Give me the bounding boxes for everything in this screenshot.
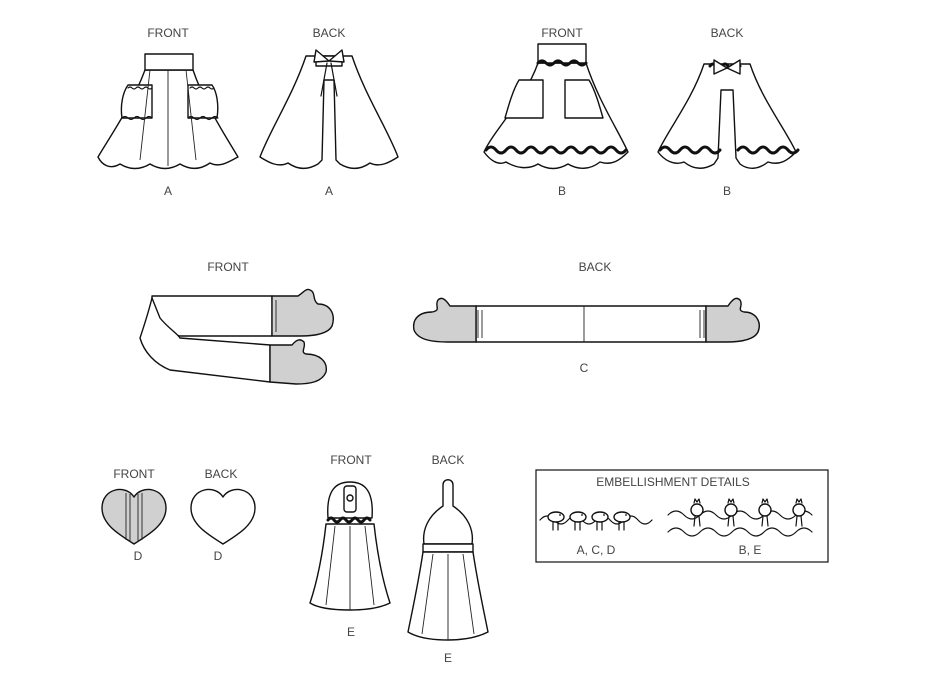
apron-b-front: FRONT B [483, 26, 629, 198]
label-front-d: FRONT [113, 467, 155, 481]
bird-icon [569, 511, 587, 531]
mitt-hand-right [705, 297, 760, 343]
label-back-d: BACK [205, 467, 238, 481]
bow-loop-right-b [726, 59, 741, 75]
embellishment-title: EMBELLISHMENT DETAILS [596, 475, 750, 489]
waistband-b [537, 43, 587, 64]
towel-hanger [422, 479, 474, 545]
label-view-c: C [580, 361, 589, 375]
heart-back [190, 488, 256, 545]
towel-e-front: FRONT E [309, 453, 391, 639]
oven-mitt-c-back: BACK C [412, 260, 760, 375]
label-front-c: FRONT [207, 260, 249, 274]
apron-a-back: BACK A [259, 26, 399, 198]
mitt-hand-upper [271, 288, 334, 337]
button-icon [346, 494, 354, 502]
label-view-e: E [347, 625, 355, 639]
chick-icon [758, 498, 772, 527]
label-back-b: BACK [711, 26, 744, 40]
label-back-c: BACK [579, 260, 612, 274]
pot-holder-d-back: BACK D [190, 467, 256, 563]
chick-icon [792, 498, 806, 527]
bird-icon [613, 511, 631, 531]
pocket-left [120, 84, 153, 119]
bow-loop-right [328, 49, 345, 63]
towel-band [422, 543, 474, 553]
label-view-b: B [558, 184, 566, 198]
pocket-right [187, 84, 219, 119]
label-front-b: FRONT [541, 26, 583, 40]
embellishment-right-caption: B, E [739, 543, 762, 557]
label-view-b-back: B [723, 184, 731, 198]
label-view-a: A [164, 184, 172, 198]
chick-icon [690, 498, 704, 527]
label-view-e-back: E [444, 651, 452, 665]
oven-mitt-c-front: FRONT [139, 260, 334, 385]
mitt-strip [475, 305, 707, 343]
label-back: BACK [313, 26, 346, 40]
rickrack-trim-right-top [667, 510, 813, 520]
label-view-d: D [134, 549, 143, 563]
label-view-a-back: A [325, 184, 333, 198]
pot-holder-d-front: FRONT D [101, 467, 167, 563]
rickrack-trim-right-bottom [667, 527, 813, 537]
heart-front [101, 488, 167, 545]
embellishment-left-caption: A, C, D [577, 543, 616, 557]
apron-a-front: FRONT A [97, 26, 239, 198]
towel-e-back: BACK E [407, 453, 489, 665]
bird-icon [591, 511, 609, 531]
pocket-right-b [564, 79, 604, 119]
waistband [144, 53, 194, 71]
apron-b-back: BACK B [657, 26, 800, 198]
chick-icon [724, 498, 738, 527]
embellishment-details: EMBELLISHMENT DETAILS A, C, D [535, 469, 829, 563]
pocket-left-b [504, 79, 544, 119]
label-view-d-back: D [214, 549, 223, 563]
label-front-e: FRONT [330, 453, 372, 467]
mitt-hand-lower [269, 339, 327, 385]
bow-loop-left-b [713, 59, 728, 75]
label-front: FRONT [147, 26, 189, 40]
label-back-e: BACK [432, 453, 465, 467]
bow-loop-left [313, 49, 330, 63]
mitt-hand-left [412, 297, 477, 343]
bird-icon [547, 511, 565, 531]
